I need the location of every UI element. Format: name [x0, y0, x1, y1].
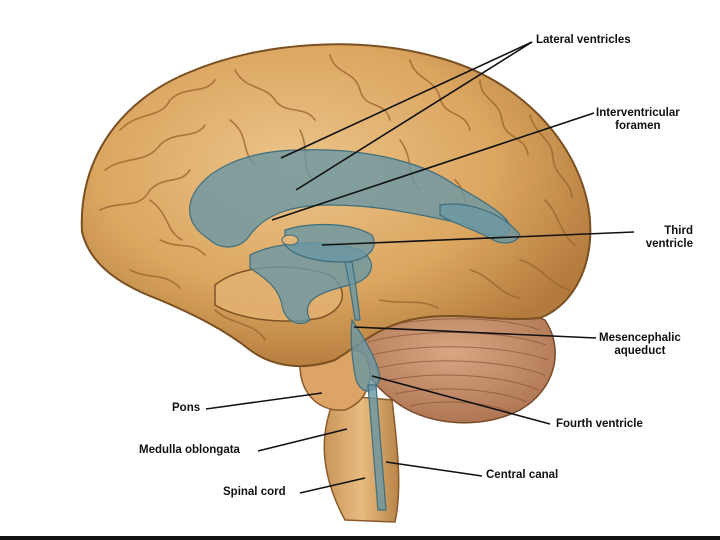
bottom-border — [0, 536, 720, 540]
label-lateral-ventricles: Lateral ventricles — [536, 34, 631, 47]
label-mesencephalic-aqueduct-line1: Mesencephalic — [599, 332, 681, 345]
label-mesencephalic-aqueduct-line2: aqueduct — [599, 345, 681, 358]
label-interventricular-foramen-line1: Interventricular — [596, 107, 680, 120]
label-third-ventricle: Third ventricle — [638, 225, 693, 251]
label-third-ventricle-line2: ventricle — [638, 238, 693, 251]
spinal-cord-shape — [324, 395, 398, 522]
label-mesencephalic-aqueduct: Mesencephalic aqueduct — [599, 332, 681, 358]
label-interventricular-foramen-line2: foramen — [596, 120, 680, 133]
label-fourth-ventricle: Fourth ventricle — [556, 418, 643, 431]
label-interventricular-foramen: Interventricular foramen — [596, 107, 680, 133]
label-central-canal: Central canal — [486, 469, 558, 482]
leader-pons — [206, 393, 322, 409]
leader-central-canal — [386, 462, 482, 476]
label-spinal-cord: Spinal cord — [223, 486, 286, 499]
label-pons: Pons — [172, 402, 200, 415]
foramen-mark — [282, 235, 298, 245]
label-medulla-oblongata: Medulla oblongata — [139, 444, 240, 457]
label-third-ventricle-line1: Third — [638, 225, 693, 238]
